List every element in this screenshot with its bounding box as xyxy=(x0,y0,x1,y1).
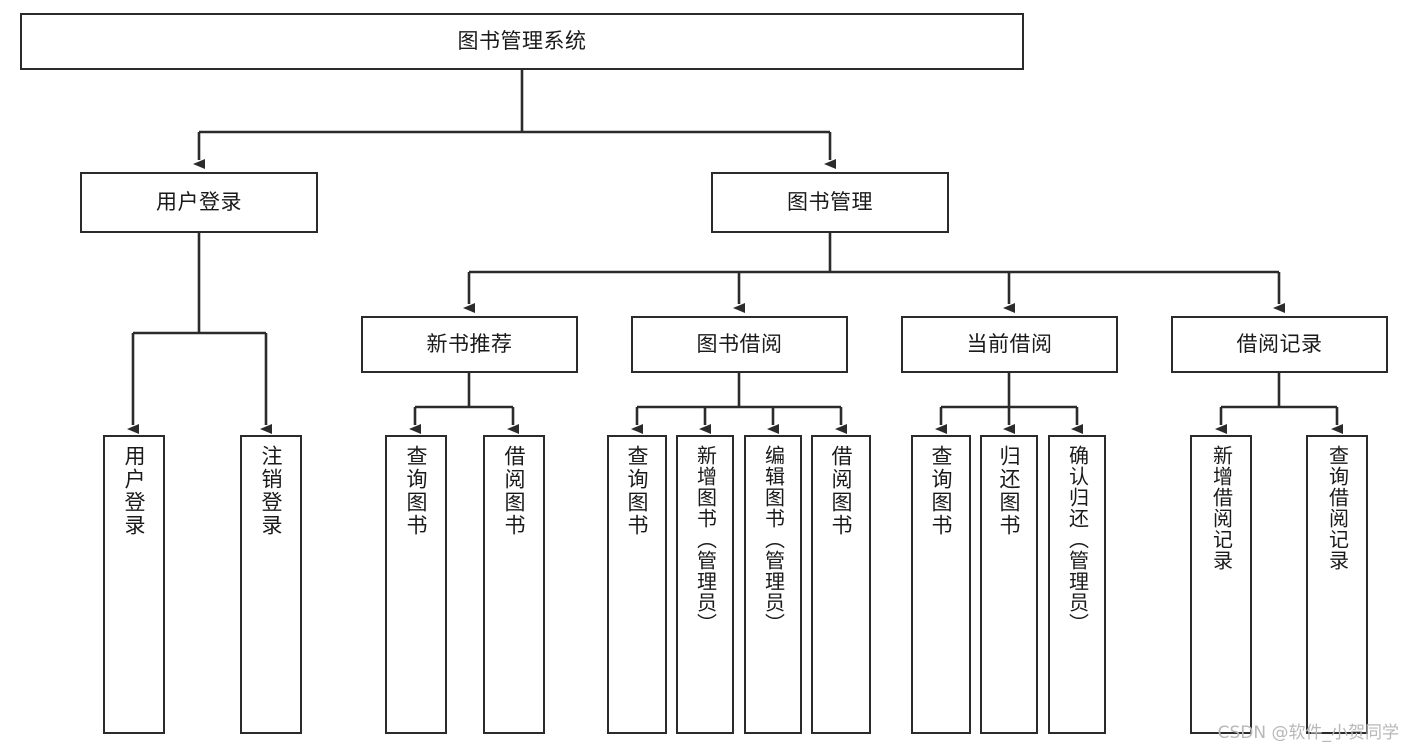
leaf-query-book-current[interactable]: 查询图书 xyxy=(911,435,971,734)
node-label: 查询图书 xyxy=(625,445,650,537)
node-label: 用户登录 xyxy=(156,190,242,215)
node-label: 归还图书 xyxy=(997,445,1022,537)
node-label: 借阅记录 xyxy=(1236,332,1323,357)
node-label: 查询借阅记录 xyxy=(1325,445,1350,571)
node-label: 图书管理 xyxy=(787,190,873,215)
node-label: 编辑图书（管理员） xyxy=(761,445,786,634)
leaf-query-borrow-record[interactable]: 查询借阅记录 xyxy=(1306,435,1368,734)
node-label: 注销登录 xyxy=(259,445,284,537)
node-label: 新增借阅记录 xyxy=(1209,445,1234,571)
node-label: 新书推荐 xyxy=(426,332,513,357)
leaf-logout[interactable]: 注销登录 xyxy=(240,435,302,734)
node-label: 图书管理系统 xyxy=(457,29,587,54)
node-current-borrow[interactable]: 当前借阅 xyxy=(901,316,1118,373)
leaf-edit-book-admin[interactable]: 编辑图书（管理员） xyxy=(744,435,802,734)
leaf-borrow-book-recommend[interactable]: 借阅图书 xyxy=(483,435,545,734)
leaf-query-book-recommend[interactable]: 查询图书 xyxy=(385,435,447,734)
leaf-add-borrow-record[interactable]: 新增借阅记录 xyxy=(1190,435,1252,734)
node-label: 用户登录 xyxy=(122,445,147,537)
node-new-book-recommend[interactable]: 新书推荐 xyxy=(361,316,578,373)
leaf-return-book[interactable]: 归还图书 xyxy=(980,435,1038,734)
node-root[interactable]: 图书管理系统 xyxy=(20,13,1024,70)
node-borrow-record[interactable]: 借阅记录 xyxy=(1171,316,1388,373)
leaf-query-book-borrow[interactable]: 查询图书 xyxy=(607,435,667,734)
leaf-add-book-admin[interactable]: 新增图书（管理员） xyxy=(676,435,734,734)
node-book-manage[interactable]: 图书管理 xyxy=(711,172,949,233)
leaf-borrow-book[interactable]: 借阅图书 xyxy=(811,435,871,734)
node-label: 确认归还（管理员） xyxy=(1065,445,1090,634)
node-label: 借阅图书 xyxy=(502,445,527,537)
node-user-login[interactable]: 用户登录 xyxy=(80,172,318,233)
node-book-borrow[interactable]: 图书借阅 xyxy=(631,316,848,373)
node-label: 新增图书（管理员） xyxy=(693,445,718,634)
leaf-confirm-return-admin[interactable]: 确认归还（管理员） xyxy=(1048,435,1106,734)
node-label: 查询图书 xyxy=(404,445,429,537)
node-label: 图书借阅 xyxy=(696,332,783,357)
node-label: 查询图书 xyxy=(929,445,954,537)
node-label: 当前借阅 xyxy=(966,332,1053,357)
node-label: 借阅图书 xyxy=(829,445,854,537)
watermark-text: CSDN @软件_小贺同学 xyxy=(1217,723,1399,743)
leaf-user-login[interactable]: 用户登录 xyxy=(103,435,165,734)
